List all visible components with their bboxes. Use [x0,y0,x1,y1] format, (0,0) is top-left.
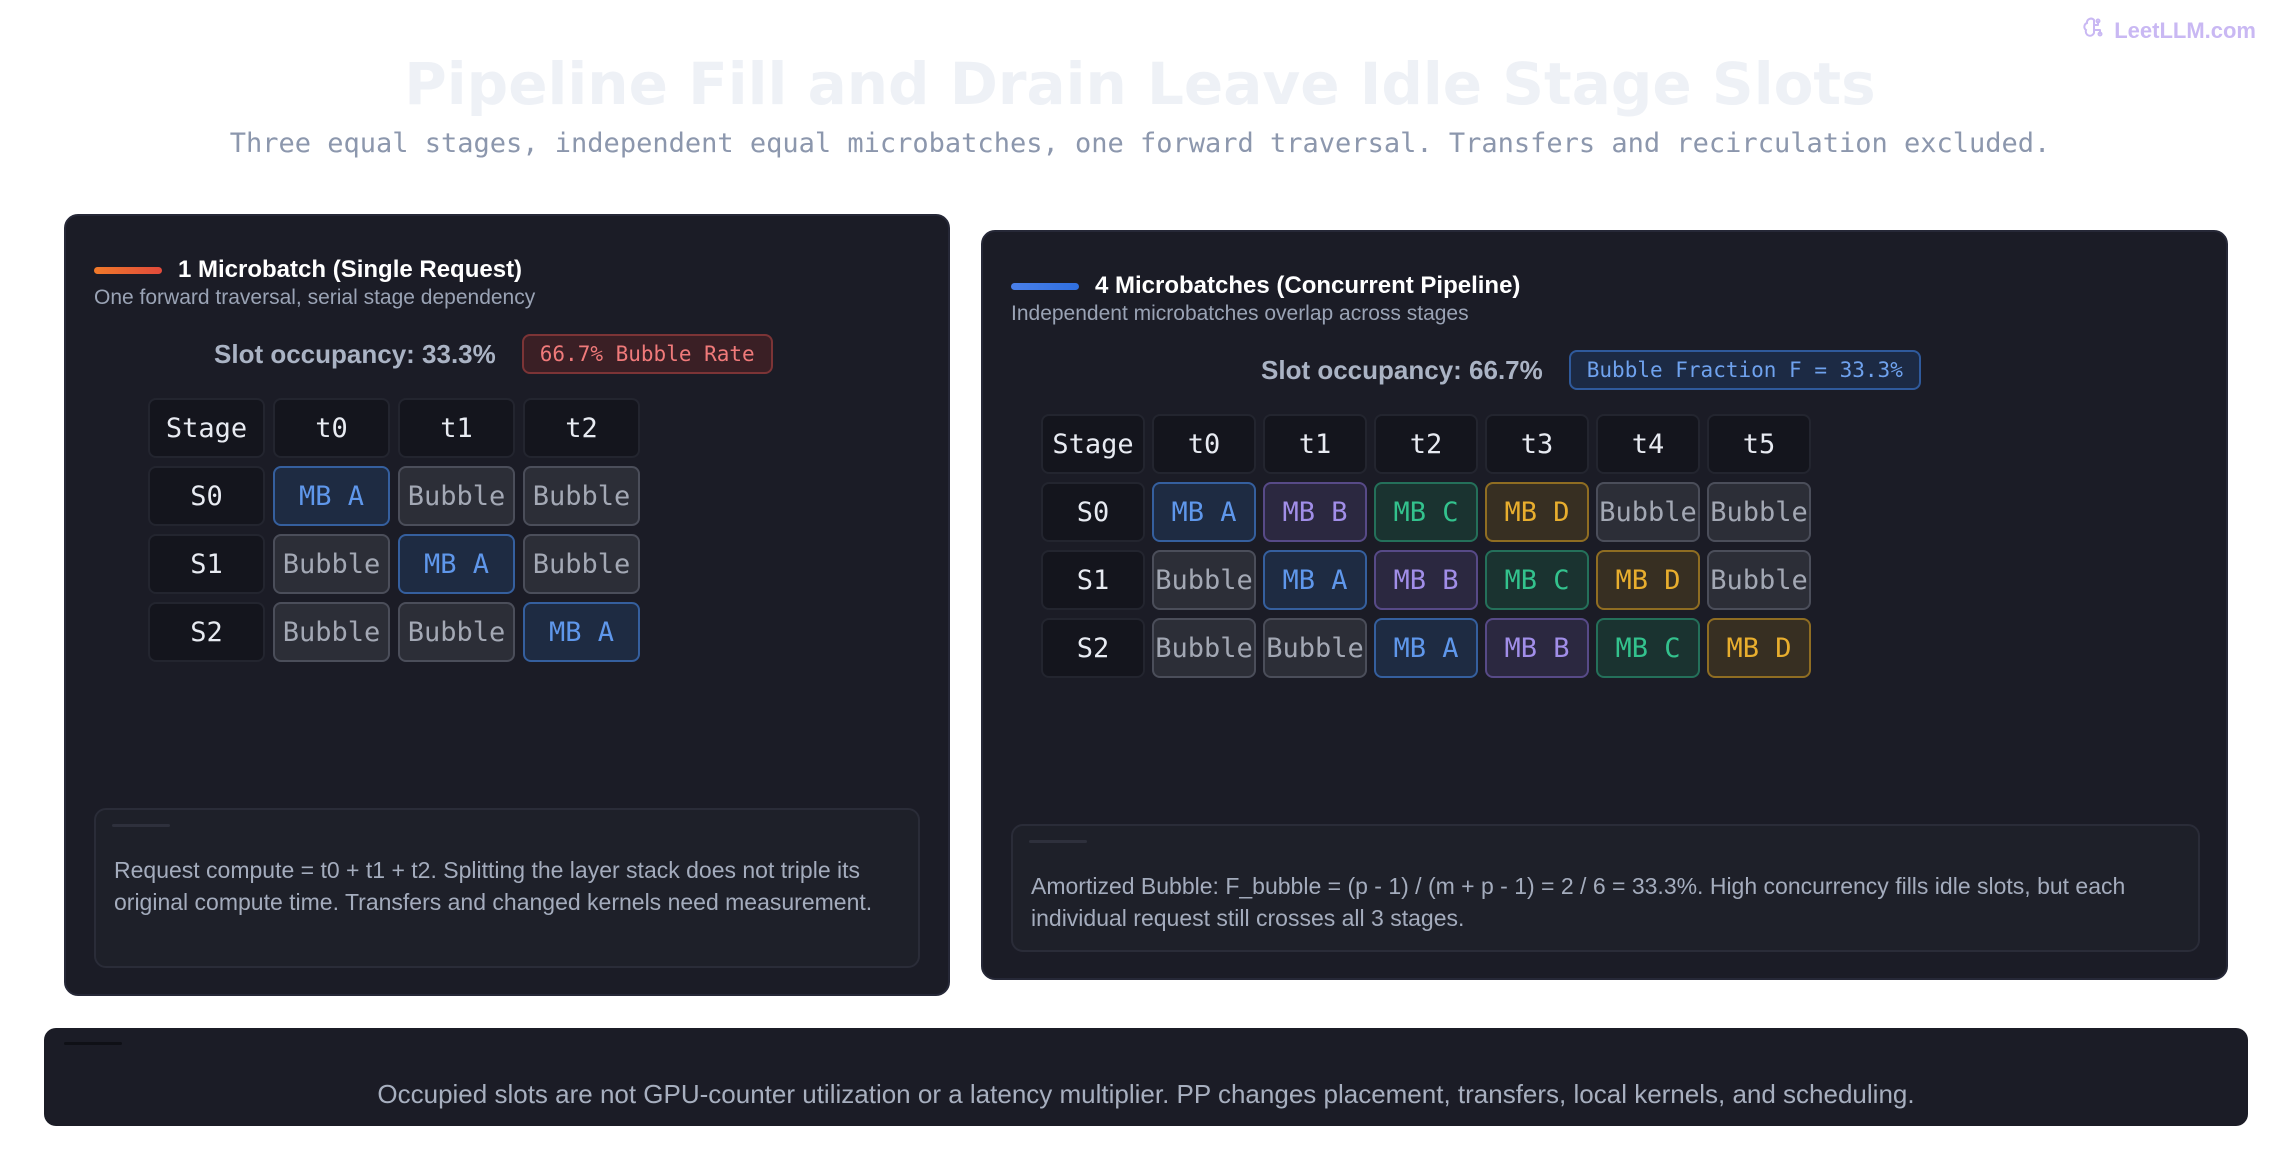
bubble-slot: Bubble [1263,618,1367,678]
time-header-t2: t2 [1374,414,1478,474]
bubble-slot: Bubble [1152,550,1256,610]
note-text: Amortized Bubble: F_bubble = (p - 1) / (… [1031,873,2126,931]
mb-d-slot: MB D [1707,618,1811,678]
page-title: Pipeline Fill and Drain Leave Idle Stage… [404,50,1876,118]
brand[interactable]: LeetLLM.com [2082,16,2256,46]
note-box: Amortized Bubble: F_bubble = (p - 1) / (… [1011,824,2200,952]
bubble-slot: Bubble [523,534,640,594]
stage-label-s1: S1 [1041,550,1145,610]
mb-d-slot: MB D [1596,550,1700,610]
time-header-t3: t3 [1485,414,1589,474]
mb-c-slot: MB C [1374,482,1478,542]
mb-a-slot: MB A [273,466,390,526]
accent-bar [1011,282,1079,290]
bubble-slot: Bubble [1707,550,1811,610]
time-header-t4: t4 [1596,414,1700,474]
bubble-fraction-badge: Bubble Fraction F = 33.3% [1568,350,1921,390]
note-divider [1029,840,1087,843]
bubble-slot: Bubble [273,534,390,594]
bubble-slot: Bubble [523,466,640,526]
panel-title: 1 Microbatch (Single Request) [178,256,523,283]
page-subtitle: Three equal stages, independent equal mi… [229,128,2051,159]
bubble-slot: Bubble [1152,618,1256,678]
panel-title: 4 Microbatches (Concurrent Pipeline) [1095,272,1521,299]
mb-b-slot: MB B [1263,482,1367,542]
bubble-slot: Bubble [398,602,515,662]
stage-label-s1: S1 [148,534,265,594]
mb-a-slot: MB A [398,534,515,594]
bubble-slot: Bubble [1596,482,1700,542]
bubble-slot: Bubble [1707,482,1811,542]
concurrent-pipeline-panel: 4 Microbatches (Concurrent Pipeline) Ind… [981,230,2228,980]
mb-b-slot: MB B [1485,618,1589,678]
time-header-t2: t2 [523,398,640,458]
accent-bar [94,266,162,274]
mb-c-slot: MB C [1485,550,1589,610]
bubble-slot: Bubble [398,466,515,526]
bubble-rate-badge: 66.7% Bubble Rate [521,334,773,374]
note-divider [112,824,170,827]
mb-b-slot: MB B [1374,550,1478,610]
stage-label-s2: S2 [1041,618,1145,678]
stage-label-s0: S0 [1041,482,1145,542]
stage-column-header: Stage [148,398,265,458]
mb-a-slot: MB A [1263,550,1367,610]
slot-occupancy: Slot occupancy: 66.7% [1261,354,1543,385]
panel-header: 1 Microbatch (Single Request) [94,256,522,284]
footer-divider [64,1042,122,1045]
single-microbatch-panel: 1 Microbatch (Single Request) One forwar… [64,214,950,996]
note-text: Request compute = t0 + t1 + t2. Splittin… [114,857,873,915]
slot-occupancy: Slot occupancy: 33.3% [214,338,496,369]
panel-description: One forward traversal, serial stage depe… [94,286,536,309]
note-box: Request compute = t0 + t1 + t2. Splittin… [94,808,920,968]
occupancy-row: Slot occupancy: 33.3% 66.7% Bubble Rate [214,334,773,374]
occupancy-row: Slot occupancy: 66.7% Bubble Fraction F … [1261,350,1921,390]
panel-header: 4 Microbatches (Concurrent Pipeline) [1011,272,1520,300]
panel-description: Independent microbatches overlap across … [1011,302,1469,325]
stage-column-header: Stage [1041,414,1145,474]
mb-a-slot: MB A [1152,482,1256,542]
footer-text: Occupied slots are not GPU-counter utili… [377,1079,1915,1109]
mb-a-slot: MB A [523,602,640,662]
time-header-t0: t0 [273,398,390,458]
stage-label-s0: S0 [148,466,265,526]
bubble-slot: Bubble [273,602,390,662]
time-header-t5: t5 [1707,414,1811,474]
time-header-t0: t0 [1152,414,1256,474]
brand-label: LeetLLM.com [2114,18,2256,43]
brain-circuit-icon [2082,16,2106,46]
time-header-t1: t1 [1263,414,1367,474]
time-header-t1: t1 [398,398,515,458]
stage-label-s2: S2 [148,602,265,662]
mb-c-slot: MB C [1596,618,1700,678]
footer-note: Occupied slots are not GPU-counter utili… [44,1028,2248,1126]
mb-d-slot: MB D [1485,482,1589,542]
mb-a-slot: MB A [1374,618,1478,678]
